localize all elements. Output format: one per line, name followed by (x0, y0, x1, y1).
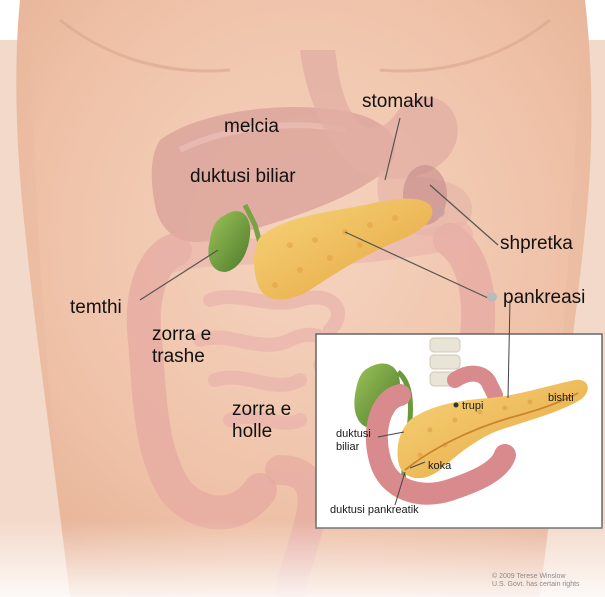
label-zorra-e-holle-line1: zorra e (232, 399, 291, 421)
label-pankreasi: pankreasi (503, 287, 585, 309)
spleen-dot (435, 207, 445, 217)
label-zorra-e-trashe-line2: trashe (152, 346, 211, 368)
credit-line2: U.S. Govt. has certain rights (492, 581, 580, 589)
label-zorra-e-trashe-line1: zorra e (152, 324, 211, 346)
inset-label-duktusi-pankreatik: duktusi pankreatik (330, 504, 419, 517)
inset-panel (316, 300, 602, 528)
inset-label-duktusi-line1: duktusi (336, 428, 371, 441)
copyright-credit: © 2009 Terese Winslow U.S. Govt. has cer… (492, 573, 580, 590)
label-temthi: temthi (70, 297, 122, 319)
label-shpretka: shpretka (500, 233, 573, 255)
label-duktusi-biliar: duktusi biliar (190, 166, 296, 188)
label-zorra-e-holle: zorra e holle (232, 399, 291, 443)
label-zorra-e-holle-line2: holle (232, 421, 291, 443)
inset-label-koka: koka (428, 460, 451, 473)
inset-label-duktusi-biliar: duktusi biliar (336, 428, 371, 453)
label-zorra-e-trashe: zorra e trashe (152, 324, 211, 368)
label-stomaku: stomaku (362, 91, 434, 113)
inset-label-trupi: trupi (462, 400, 483, 413)
inset-label-duktusi-line2: biliar (336, 441, 371, 454)
credit-line1: © 2009 Terese Winslow (492, 573, 580, 581)
label-melcia: melcia (224, 116, 279, 138)
inset-label-bishti: bishti (548, 392, 574, 405)
pancreas-dot (487, 292, 497, 302)
